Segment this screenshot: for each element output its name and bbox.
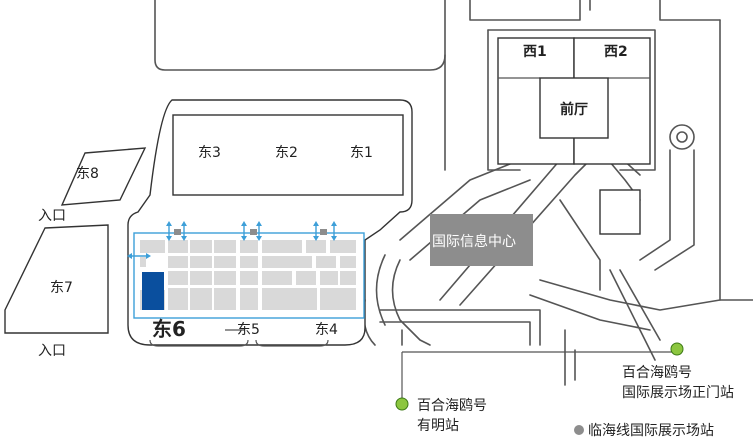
label-entrance-upper: 入口 [38,208,66,224]
east-6-highlight[interactable] [142,272,164,310]
east-7-building [4,224,109,334]
kokusai-station-line1: 百合海鸥号 [622,364,692,381]
information-center-building[interactable] [430,214,533,266]
label-east6: 东6 [152,317,186,341]
label-east7: 东7 [50,280,73,296]
rinkai-station-label: 临海线国际展示场站 [588,423,714,438]
label-east2: 东2 [275,145,298,161]
label-east1: 东1 [350,145,373,161]
label-west2: 西2 [604,44,628,60]
front-hall-building [539,77,609,139]
rinkai-station-marker[interactable] [574,425,584,435]
ariake-station-line1: 百合海鸥号 [417,397,487,414]
label-west1: 西1 [523,44,547,60]
small-building [599,189,641,235]
label-front-hall: 前厅 [560,101,588,118]
label-east4: 东4 [315,322,338,338]
ariake-station-line2: 有明站 [417,418,459,434]
label-east5: 东5 [237,322,260,338]
access-arrows [127,221,337,259]
kokusai-station-marker[interactable] [670,342,684,356]
east-1-3-building [172,114,404,196]
kokusai-station-line2: 国际展示场正门站 [622,385,734,401]
label-entrance-lower: 入口 [38,343,66,359]
east-8-building [60,147,147,206]
ariake-station-marker[interactable] [395,397,409,411]
label-east3: 东3 [198,145,221,161]
label-information-center: 国际信息中心 [432,233,516,250]
label-east8: 东8 [76,166,99,182]
